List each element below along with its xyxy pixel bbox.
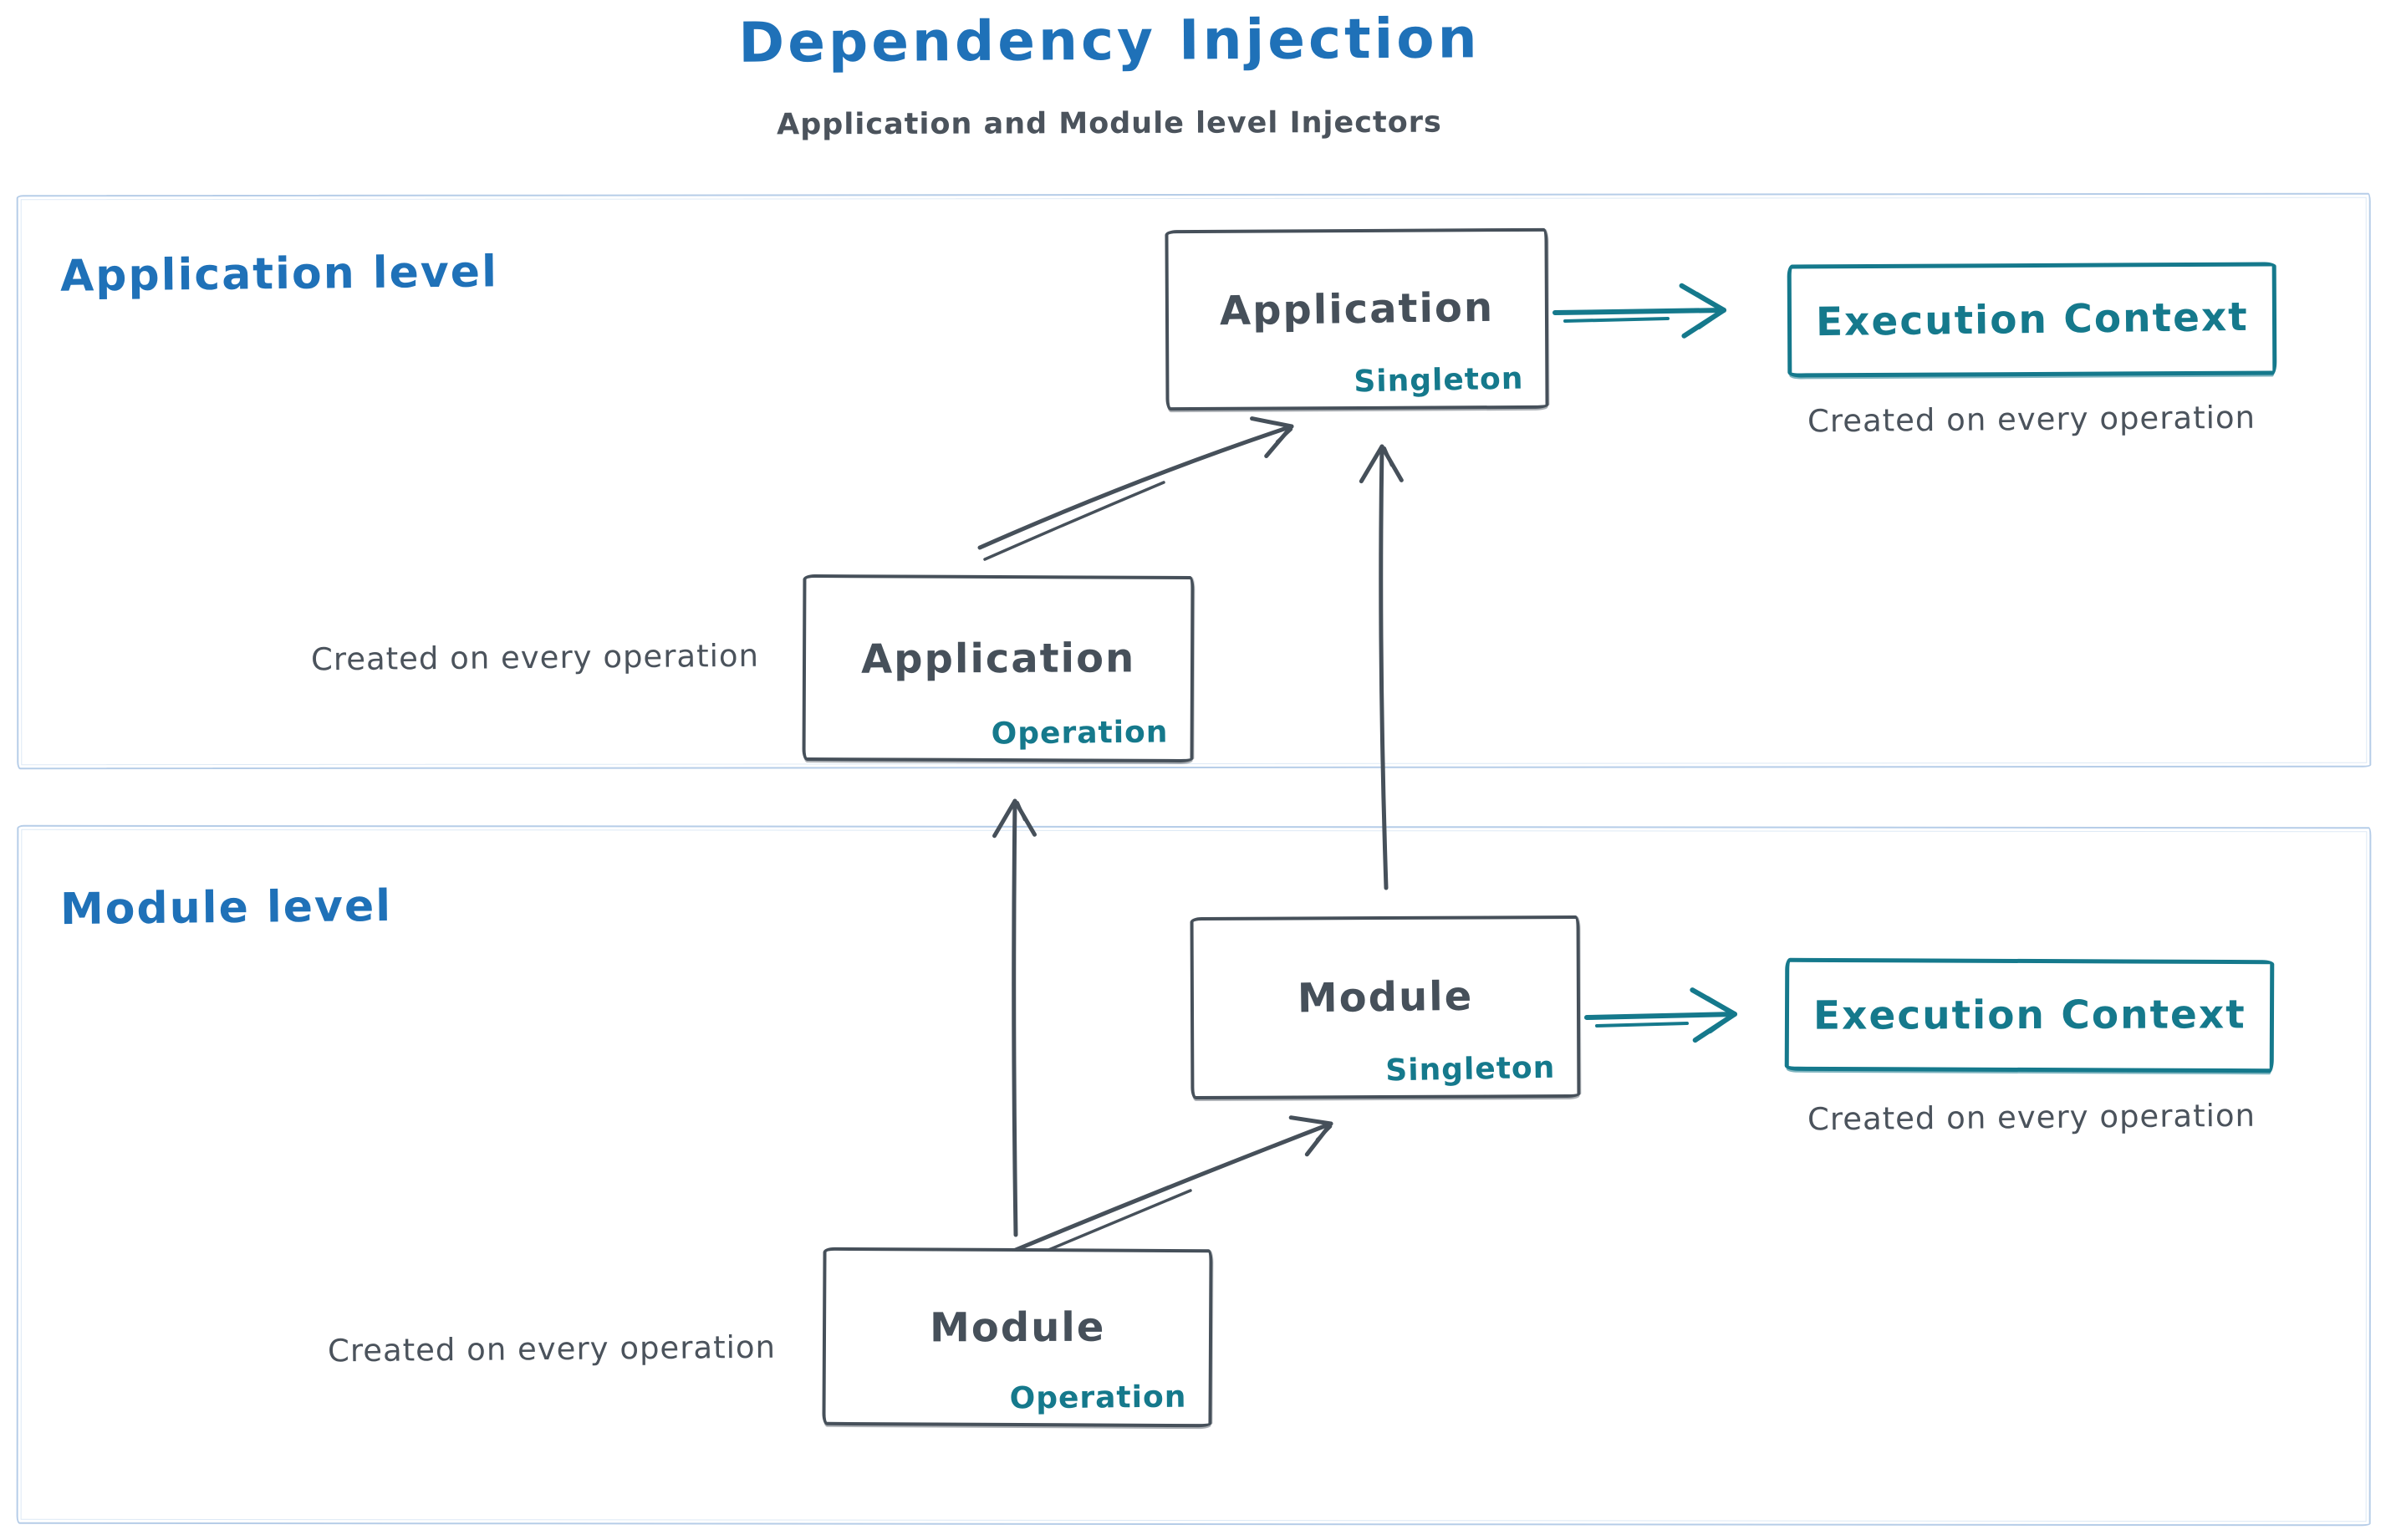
node-title: Module: [929, 1303, 1106, 1351]
node-module-operation: Module Operation: [822, 1247, 1213, 1428]
caption-application-operation: Created on every operation: [310, 637, 760, 678]
application-level-label: Application level: [59, 247, 499, 302]
page-title: Dependency Injection: [738, 6, 1481, 75]
node-title: Execution Context: [1812, 992, 2246, 1039]
node-module-singleton: Module Singleton: [1190, 915, 1581, 1100]
module-level-label: Module level: [59, 880, 393, 936]
node-title: Application: [1219, 283, 1495, 335]
operation-badge: Operation: [991, 715, 1169, 752]
node-execution-context-module: Execution Context: [1784, 957, 2275, 1073]
node-title: Execution Context: [1815, 293, 2249, 346]
caption-module-operation: Created on every operation: [327, 1328, 777, 1369]
node-application-singleton: Application Singleton: [1165, 227, 1549, 411]
page-subtitle: Application and Module level Injectors: [777, 105, 1442, 142]
singleton-badge: Singleton: [1384, 1050, 1556, 1089]
node-execution-context-application: Execution Context: [1787, 262, 2277, 378]
node-application-operation: Application Operation: [802, 574, 1195, 763]
singleton-badge: Singleton: [1354, 361, 1524, 400]
operation-badge: Operation: [1009, 1379, 1187, 1416]
caption-execution-context-application: Created on every operation: [1807, 399, 2256, 440]
node-title: Application: [860, 634, 1136, 683]
caption-execution-context-module: Created on every operation: [1807, 1097, 2256, 1138]
node-title: Module: [1297, 972, 1474, 1022]
